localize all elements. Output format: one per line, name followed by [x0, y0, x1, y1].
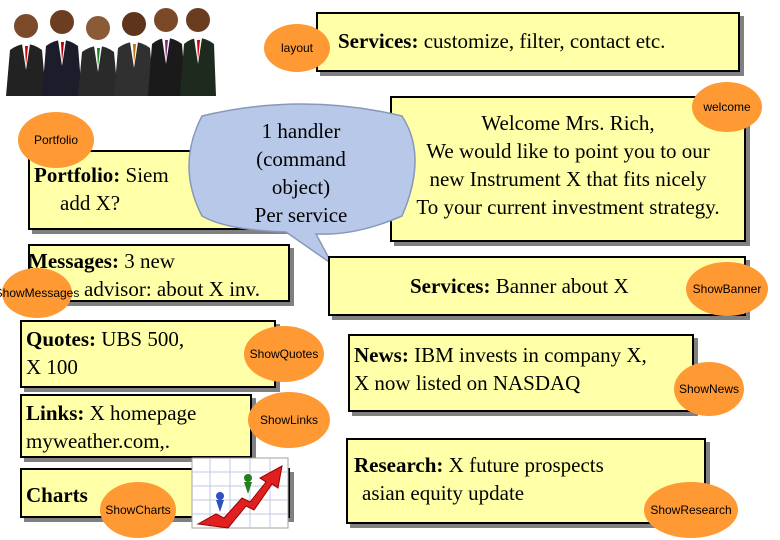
welcome-line-1: Welcome Mrs. Rich,: [481, 111, 655, 135]
callout-line-3: object): [271, 175, 331, 199]
news-line-2: X now listed on NASDAQ: [354, 371, 581, 395]
links-label: Links:: [26, 401, 85, 425]
quotes-box: Quotes: UBS 500, X 100: [20, 320, 276, 388]
services-top-box: Services: customize, filter, contact etc…: [316, 12, 740, 72]
services-banner-box: Services: Banner about X: [328, 256, 746, 316]
news-text: IBM invests in company X,: [408, 343, 647, 367]
research-label: Research:: [354, 453, 444, 477]
quotes-text: UBS 500,: [96, 327, 185, 351]
welcome-oval[interactable]: welcome: [692, 82, 762, 132]
portfolio-line-2: add X?: [60, 191, 121, 215]
services-top-label: Services:: [338, 29, 419, 53]
services-top-text: Services: customize, filter, contact etc…: [338, 28, 665, 55]
welcome-line-4: To your current investment strategy.: [416, 195, 720, 219]
show-banner-oval[interactable]: ShowBanner: [686, 262, 768, 316]
growth-chart-clipart-icon: [191, 457, 289, 529]
show-charts-oval[interactable]: ShowCharts: [100, 482, 176, 538]
welcome-line-2: We would like to point you to our: [426, 139, 710, 163]
charts-text: Charts: [26, 482, 88, 509]
research-line-1: Research: X future prospects: [354, 452, 604, 479]
charts-label: Charts: [26, 483, 88, 507]
services-banner-desc: Banner about X: [490, 274, 629, 298]
portfolio-text: Siem: [120, 163, 169, 187]
show-links-oval[interactable]: ShowLinks: [248, 392, 330, 448]
business-people-group-icon: [6, 8, 216, 96]
services-top-desc: customize, filter, contact etc.: [418, 29, 666, 53]
links-box: Links: X homepage myweather.com,.: [20, 394, 252, 458]
links-line-1: Links: X homepage: [26, 400, 196, 427]
callout-line-4: Per service: [254, 203, 348, 227]
links-line-2: myweather.com,.: [26, 429, 171, 453]
callout-line-1: 1 handler: [261, 119, 341, 143]
messages-line-2: advisor: about X inv.: [84, 277, 260, 301]
research-box: Research: X future prospects asian equit…: [346, 438, 706, 524]
services-banner-label: Services:: [410, 274, 491, 298]
news-label: News:: [354, 343, 409, 367]
show-research-oval[interactable]: ShowResearch: [644, 482, 738, 538]
quotes-line-1: Quotes: UBS 500,: [26, 326, 184, 353]
show-news-oval[interactable]: ShowNews: [674, 362, 744, 416]
portfolio-line-1: Portfolio: Siem: [34, 162, 169, 189]
links-text: X homepage: [84, 401, 197, 425]
news-line-1: News: IBM invests in company X,: [354, 342, 647, 369]
portfolio-oval[interactable]: Portfolio: [18, 112, 94, 168]
welcome-box: Welcome Mrs. Rich, We would like to poin…: [390, 96, 746, 242]
show-messages-oval[interactable]: ShowMessages: [0, 268, 79, 318]
research-line-2: asian equity update: [362, 481, 525, 505]
research-text: X future prospects: [443, 453, 604, 477]
services-banner-text: Services: Banner about X: [410, 273, 629, 300]
quotes-label: Quotes:: [26, 327, 96, 351]
layout-oval[interactable]: layout: [264, 24, 330, 72]
messages-text: 3 new: [118, 249, 175, 273]
callout-line-2: (command: [256, 147, 346, 171]
show-quotes-oval[interactable]: ShowQuotes: [244, 326, 324, 382]
callout-bubble: [188, 103, 416, 265]
welcome-line-3: new Instrument X that fits nicely: [429, 167, 707, 191]
news-box: News: IBM invests in company X, X now li…: [348, 334, 694, 412]
quotes-line-2: X 100: [26, 355, 78, 379]
